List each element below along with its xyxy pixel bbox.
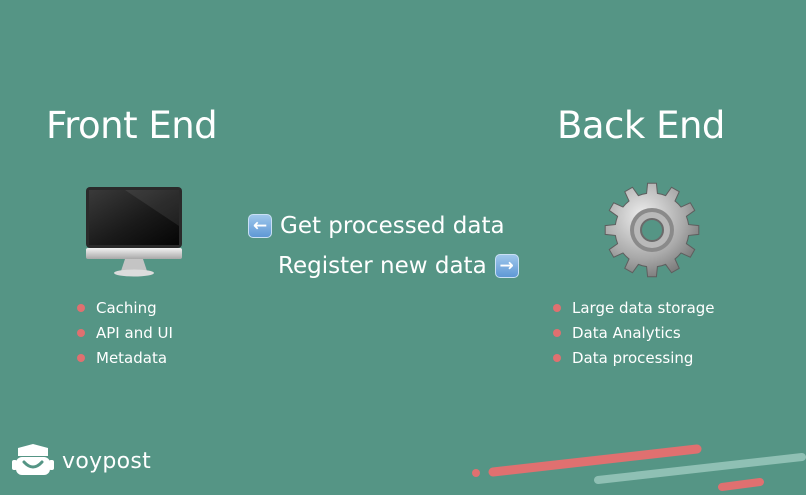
voypost-logo: voypost (12, 444, 151, 478)
get-processed-data-line: ← Get processed data (248, 213, 505, 239)
bullet-dot-icon (553, 328, 561, 337)
register-new-data-label: Register new data (278, 253, 487, 279)
brand-name: voypost (62, 448, 152, 474)
get-processed-data-label: Get processed data (280, 213, 505, 239)
register-new-data-line: Register new data → (278, 253, 519, 279)
list-item: API and UI (77, 320, 173, 345)
logo-icon (12, 444, 54, 475)
back-end-list: Large data storage Data Analytics Data p… (553, 295, 715, 370)
right-arrow-emoji-icon: → (494, 254, 519, 278)
red-stripe (488, 444, 702, 477)
back-end-title: Back End (557, 104, 725, 147)
list-item: Data Analytics (553, 320, 715, 345)
gear-hole (640, 218, 664, 242)
front-end-title: Front End (46, 104, 218, 147)
stripe-dot (472, 469, 480, 477)
red-stripe-short (718, 478, 764, 491)
light-stripe (594, 453, 806, 484)
list-item: Data processing (553, 345, 715, 370)
gear-icon (604, 182, 700, 278)
list-item: Caching (77, 295, 173, 320)
bullet-dot-icon (77, 303, 85, 312)
list-item: Large data storage (553, 295, 715, 320)
list-item: Metadata (77, 345, 173, 370)
bullet-dot-icon (553, 303, 561, 312)
bullet-dot-icon (77, 328, 85, 337)
front-end-list: Caching API and UI Metadata (77, 295, 173, 370)
left-arrow-emoji-icon: ← (248, 214, 272, 238)
monitor-icon (86, 187, 182, 277)
bullet-dot-icon (77, 353, 85, 362)
bullet-dot-icon (553, 353, 561, 362)
